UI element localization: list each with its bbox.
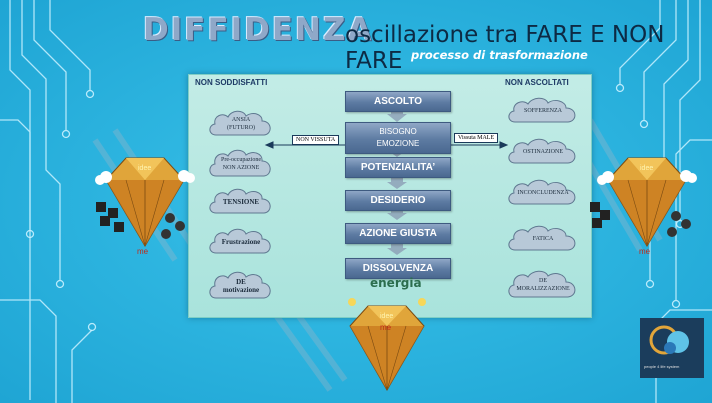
cloud-text-line2: MORALIZZAZIONE — [516, 286, 570, 292]
cloud-shape — [508, 179, 576, 205]
cloud-text-line1: DE — [538, 278, 547, 284]
cloud-text-line2: NON AZIONE — [222, 165, 260, 171]
cloud-demoralizzazione: DE MORALIZZAZIONE — [505, 267, 581, 303]
energy-label: energia — [370, 276, 422, 290]
cloud-sofferenza-text: SOFFERENZA — [523, 108, 562, 114]
step-desiderio: DESIDERIO — [345, 190, 451, 211]
logo-text: people 4 life system — [644, 364, 680, 369]
cloud-text-line2: motivazione — [222, 286, 260, 294]
diamond-bottom-label: idee — [380, 313, 393, 320]
cloud-tensione: TENSIONE — [206, 186, 276, 218]
diamond-right-label: idee — [640, 165, 653, 172]
page-subtitle: oscillazione tra FARE E NON FARE — [345, 22, 665, 74]
step-azione-giusta: AZIONE GIUSTA — [345, 223, 451, 244]
step-bisogno-line2: EMOZIONE — [376, 139, 420, 148]
diamond-left-base: me — [137, 247, 149, 256]
cloud-ostinazione: OSTINAZIONE — [505, 135, 581, 169]
cloud-fatica-text: FATICA — [532, 236, 554, 242]
cloud-text-line1: Pre-occupazione — [221, 157, 261, 163]
cloud-demotivazione: DE motivazione — [206, 268, 276, 304]
label-non-vissuta: NON VISSUTA — [292, 135, 340, 145]
cloud-frustrazione-text: Frustrazione — [221, 238, 261, 246]
cloud-demotivazione-text: DE motivazione — [217, 278, 265, 294]
cloud-shape — [209, 228, 271, 254]
diamond-right-base: me — [639, 247, 651, 256]
step-dissolvenza: DISSOLVENZA — [345, 258, 451, 279]
cloud-shape — [508, 97, 576, 123]
cloud-preoccupazione-text: Pre-occupazione NON AZIONE — [215, 156, 267, 172]
cloud-shape — [209, 149, 271, 177]
step-bisogno-emozione: BISOGNO EMOZIONE — [345, 122, 451, 154]
cloud-shape — [508, 225, 576, 251]
brand-logo: people 4 life system — [640, 318, 704, 378]
step-ascolto: ASCOLTO — [345, 91, 451, 112]
cloud-ansia-text: ANSIA (FUTURO) — [221, 116, 261, 132]
cloud-shape — [209, 188, 271, 214]
step-bisogno-line1: BISOGNO — [379, 127, 417, 136]
cloud-shape — [508, 270, 576, 298]
cloud-tensione-text: TENSIONE — [222, 198, 260, 206]
cloud-frustrazione: Frustrazione — [206, 226, 276, 258]
diamond-bottom-me: me — [380, 323, 392, 332]
cloud-inconcludenza-text: INCONCLUDENZA — [517, 190, 569, 196]
cloud-text-line2: (FUTURO) — [227, 125, 255, 131]
cloud-demoralizzazione-text: DE MORALIZZAZIONE — [510, 277, 575, 293]
header-left: NON SODDISFATTI — [195, 78, 268, 87]
page-title: DIFFIDENZA — [143, 12, 374, 48]
page-tagline: processo di trasformazione — [411, 48, 588, 62]
header-right: NON ASCOLTATI — [505, 78, 569, 87]
diamond-bottom: idee me — [348, 298, 426, 391]
cloud-inconcludenza: INCONCLUDENZA — [505, 176, 581, 210]
label-vissuta-male: Vissuta MALE — [454, 133, 499, 143]
step-potenzialita: POTENZIALITA’ — [345, 157, 451, 178]
diamond-left: idee me — [95, 157, 195, 256]
cloud-text-line1: ANSIA — [231, 117, 251, 123]
cloud-ansia: ANSIA (FUTURO) — [206, 107, 276, 141]
cloud-fatica: FATICA — [505, 222, 581, 256]
cloud-preoccupazione: Pre-occupazione NON AZIONE — [206, 146, 276, 182]
cloud-sofferenza: SOFFERENZA — [505, 94, 581, 128]
diamond-right: idee me — [590, 157, 697, 256]
diamond-left-label: idee — [138, 165, 151, 172]
cloud-shape — [209, 271, 271, 299]
cloud-text-line1: DE — [236, 278, 246, 286]
cloud-shape — [209, 110, 271, 136]
cloud-ostinazione-text: OSTINAZIONE — [523, 149, 563, 155]
cloud-shape — [508, 138, 576, 164]
